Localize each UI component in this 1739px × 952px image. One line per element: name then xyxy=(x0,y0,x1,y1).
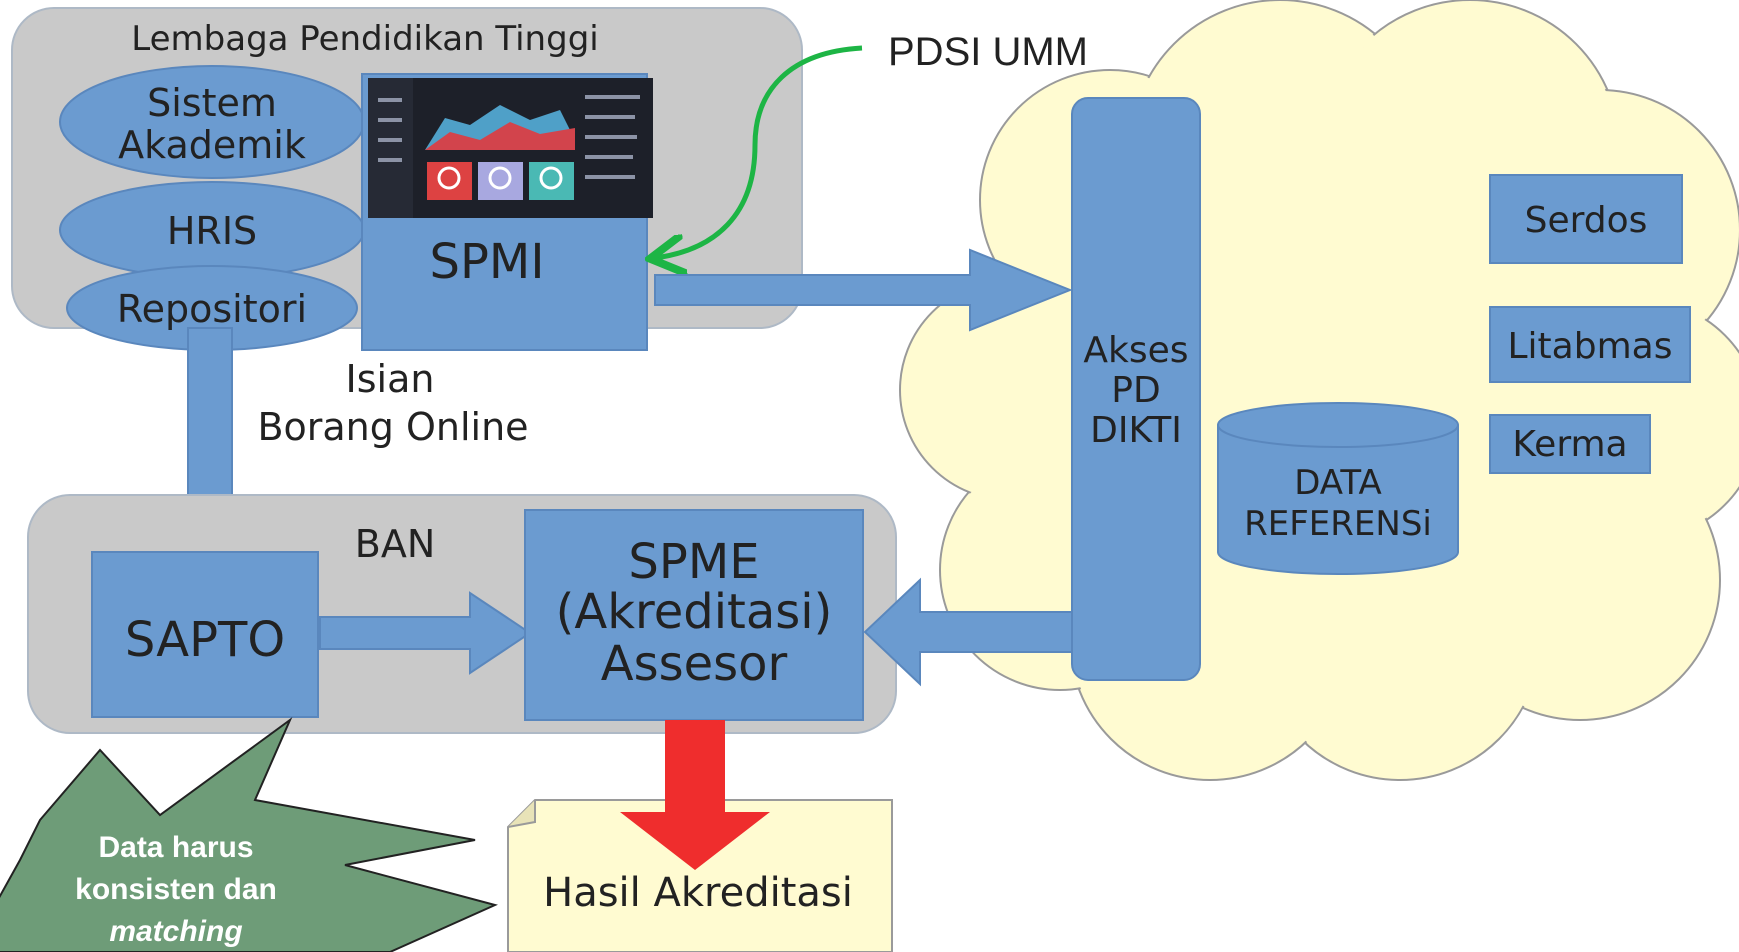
repositori-ellipse: Repositori xyxy=(66,265,358,351)
data-referensi-cylinder: DATA REFERENSi xyxy=(1217,402,1459,575)
sapto-to-spme-arrow xyxy=(319,591,532,675)
akses-to-spme-arrow xyxy=(863,577,1076,687)
spme-to-hasil-arrow xyxy=(620,720,770,870)
pdsi-label: PDSI UMM xyxy=(888,30,1088,74)
starburst-line1: Data harus xyxy=(98,831,253,864)
starburst-line2: konsisten dan xyxy=(75,873,277,906)
akses-line1: Akses xyxy=(1083,330,1188,371)
litabmas-label: Litabmas xyxy=(1508,326,1673,367)
hris-ellipse: HRIS xyxy=(59,181,365,279)
hasil-akreditasi-note xyxy=(507,799,893,952)
akses-line2: PD xyxy=(1111,370,1160,411)
spme-box xyxy=(524,509,864,721)
serdos-box xyxy=(1489,174,1683,264)
svg-text:Akademik: Akademik xyxy=(118,123,306,167)
ban-title: BAN xyxy=(355,522,436,566)
akses-pd-dikti-box xyxy=(1071,97,1201,681)
dashboard-thumbnail xyxy=(368,78,653,218)
spme-line2: (Akreditasi) xyxy=(556,584,833,640)
borang-label: Borang Online xyxy=(257,405,528,449)
svg-text:HRIS: HRIS xyxy=(167,209,257,253)
hasil-label: Hasil Akreditasi xyxy=(543,870,853,916)
spme-line3: Assesor xyxy=(601,636,788,692)
data-ref-line1: DATA xyxy=(1294,463,1382,503)
spme-line1: SPME xyxy=(628,534,759,590)
starburst-callout xyxy=(0,717,498,952)
isian-label: Isian xyxy=(346,357,435,401)
data-ref-line2: REFERENSi xyxy=(1244,504,1432,544)
svg-text:Sistem: Sistem xyxy=(147,81,277,125)
serdos-label: Serdos xyxy=(1525,200,1648,241)
spmi-to-akses-arrow xyxy=(654,248,1073,332)
svg-text:Repositori: Repositori xyxy=(117,287,307,331)
sapto-box xyxy=(91,551,319,718)
litabmas-box xyxy=(1489,306,1691,383)
kerma-box xyxy=(1489,414,1651,474)
spmi-label: SPMI xyxy=(430,234,545,290)
lpt-title: Lembaga Pendidikan Tinggi xyxy=(131,19,598,59)
akses-line3: DIKTI xyxy=(1090,410,1182,451)
pdsi-arrow xyxy=(655,45,863,258)
cloud-shape xyxy=(899,0,1739,781)
sistem-akademik-ellipse: Sistem Akademik xyxy=(59,65,365,179)
sapto-label: SAPTO xyxy=(125,612,285,668)
kerma-label: Kerma xyxy=(1512,424,1627,465)
starburst-line3: matching xyxy=(109,915,242,948)
